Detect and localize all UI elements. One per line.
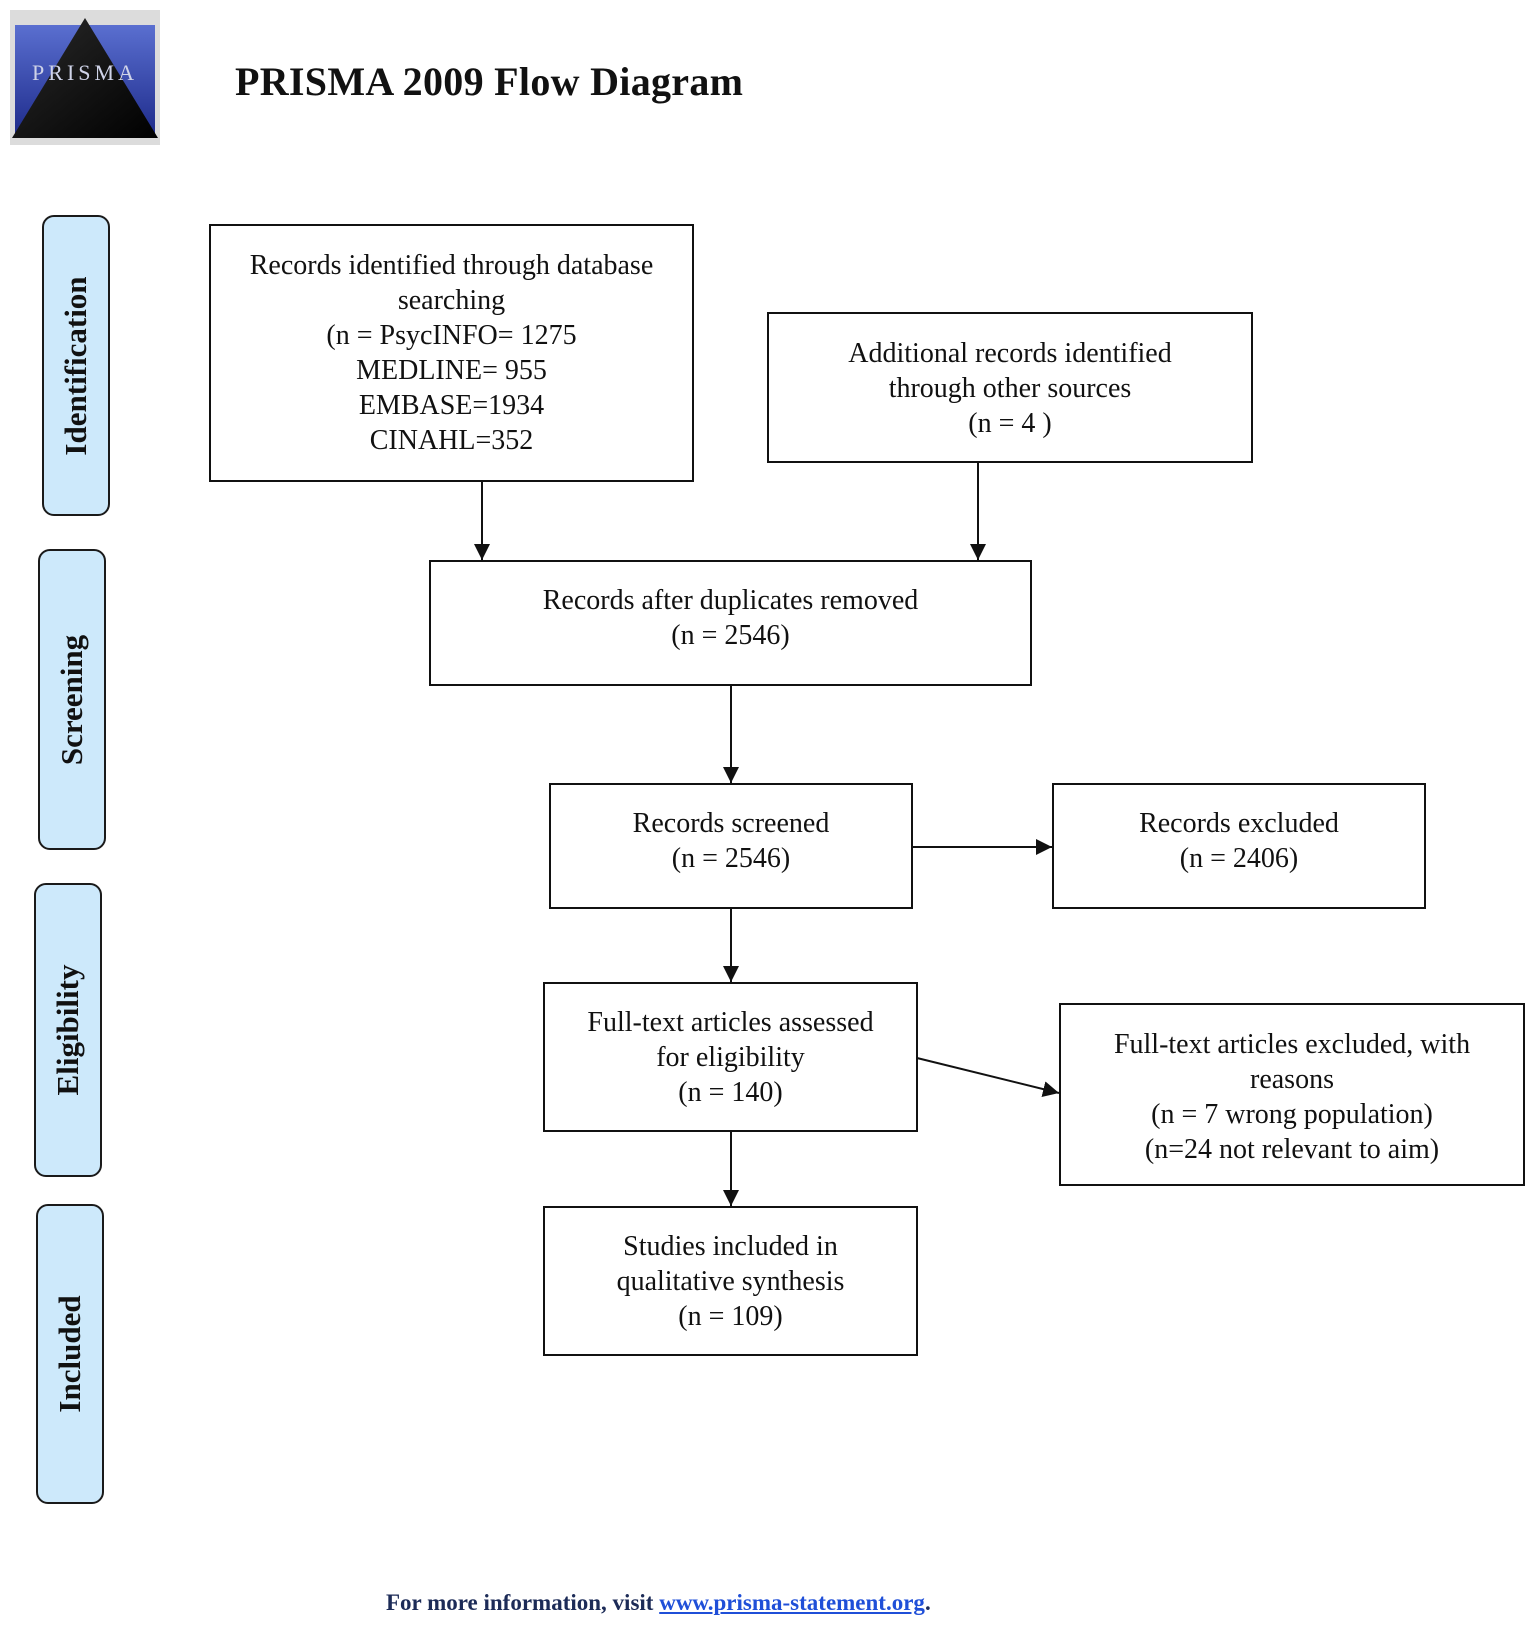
- footer-info: For more information, visit www.prisma-s…: [386, 1590, 931, 1616]
- database-line-5: EMBASE=1934: [358, 390, 545, 421]
- phase-included: Included: [36, 1204, 104, 1504]
- prisma-logo: PRISMA: [10, 10, 160, 145]
- footer-suffix: .: [924, 1590, 931, 1615]
- page-title: PRISMA 2009 Flow Diagram: [235, 59, 744, 104]
- included-line-1: Studies included in: [623, 1231, 838, 1262]
- box-database-records: Records identified through database sear…: [209, 224, 694, 482]
- other-line-3: (n = 4 ): [968, 408, 1052, 439]
- prisma-website-link[interactable]: www.prisma-statement.org: [659, 1590, 925, 1615]
- fulltext-excluded-line-4: (n=24 not relevant to aim): [1144, 1134, 1440, 1165]
- fulltext-excluded-line-2: reasons: [1250, 1064, 1334, 1095]
- box-records-excluded: Records excluded (n = 2406): [1052, 783, 1426, 909]
- screened-line-1: Records screened: [632, 808, 830, 839]
- logo-text: PRISMA: [32, 60, 138, 85]
- phase-eligibility: Eligibility: [34, 883, 102, 1177]
- excluded-line-1: Records excluded: [1139, 808, 1339, 839]
- database-line-4: MEDLINE= 955: [356, 355, 547, 386]
- fulltext-excluded-line-3: (n = 7 wrong population): [1151, 1099, 1433, 1130]
- database-line-2: searching: [397, 285, 506, 316]
- fulltext-line-2: for eligibility: [656, 1042, 805, 1073]
- box-other-sources: Additional records identified through ot…: [767, 312, 1253, 463]
- duplicates-line-2: (n = 2546): [671, 620, 790, 651]
- phase-screening: Screening: [38, 549, 106, 850]
- phase-identification: Identification: [42, 215, 110, 516]
- included-line-3: (n = 109): [678, 1301, 783, 1332]
- included-line-2: qualitative synthesis: [616, 1266, 845, 1297]
- database-line-6: CINAHL=352: [369, 425, 534, 456]
- arrow-fulltext-to-fulltext-excluded: [916, 1057, 1060, 1097]
- duplicates-line-1: Records after duplicates removed: [542, 585, 919, 616]
- prisma-logo-graphic: PRISMA: [12, 18, 158, 138]
- fulltext-line-1: Full-text articles assessed: [587, 1007, 874, 1038]
- database-line-3: (n = PsycINFO= 1275: [326, 320, 577, 351]
- footer-prefix: For more information, visit: [386, 1590, 660, 1615]
- other-line-2: through other sources: [888, 373, 1132, 404]
- database-line-1: Records identified through database: [249, 250, 654, 281]
- excluded-line-2: (n = 2406): [1179, 843, 1299, 874]
- box-records-screened: Records screened (n = 2546): [549, 783, 913, 909]
- screened-line-2: (n = 2546): [671, 843, 791, 874]
- other-line-1: Additional records identified: [848, 338, 1172, 369]
- box-duplicates-removed: Records after duplicates removed (n = 25…: [429, 560, 1032, 686]
- fulltext-excluded-line-1: Full-text articles excluded, with: [1113, 1029, 1471, 1060]
- box-fulltext-assessed: Full-text articles assessed for eligibil…: [543, 982, 918, 1132]
- box-fulltext-excluded: Full-text articles excluded, with reason…: [1059, 1003, 1525, 1186]
- fulltext-line-3: (n = 140): [678, 1077, 783, 1108]
- box-studies-included: Studies included in qualitative synthesi…: [543, 1206, 918, 1356]
